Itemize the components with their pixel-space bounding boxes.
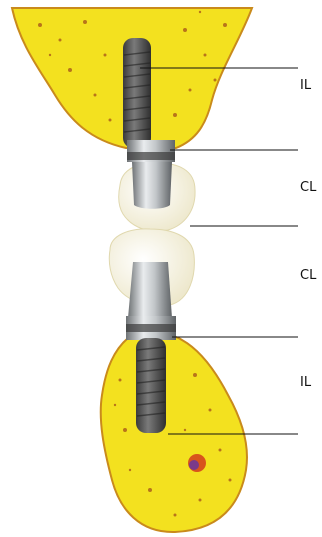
label-cl-top: CL [300, 181, 316, 194]
upper-abutment [132, 162, 172, 209]
lower-abutment [128, 262, 172, 318]
label-il-bottom: IL [300, 376, 311, 389]
label-cl-bottom: CL [300, 269, 316, 282]
label-il-top: IL [300, 79, 311, 92]
lower-bone [101, 334, 247, 532]
marrow-cell [188, 454, 206, 472]
